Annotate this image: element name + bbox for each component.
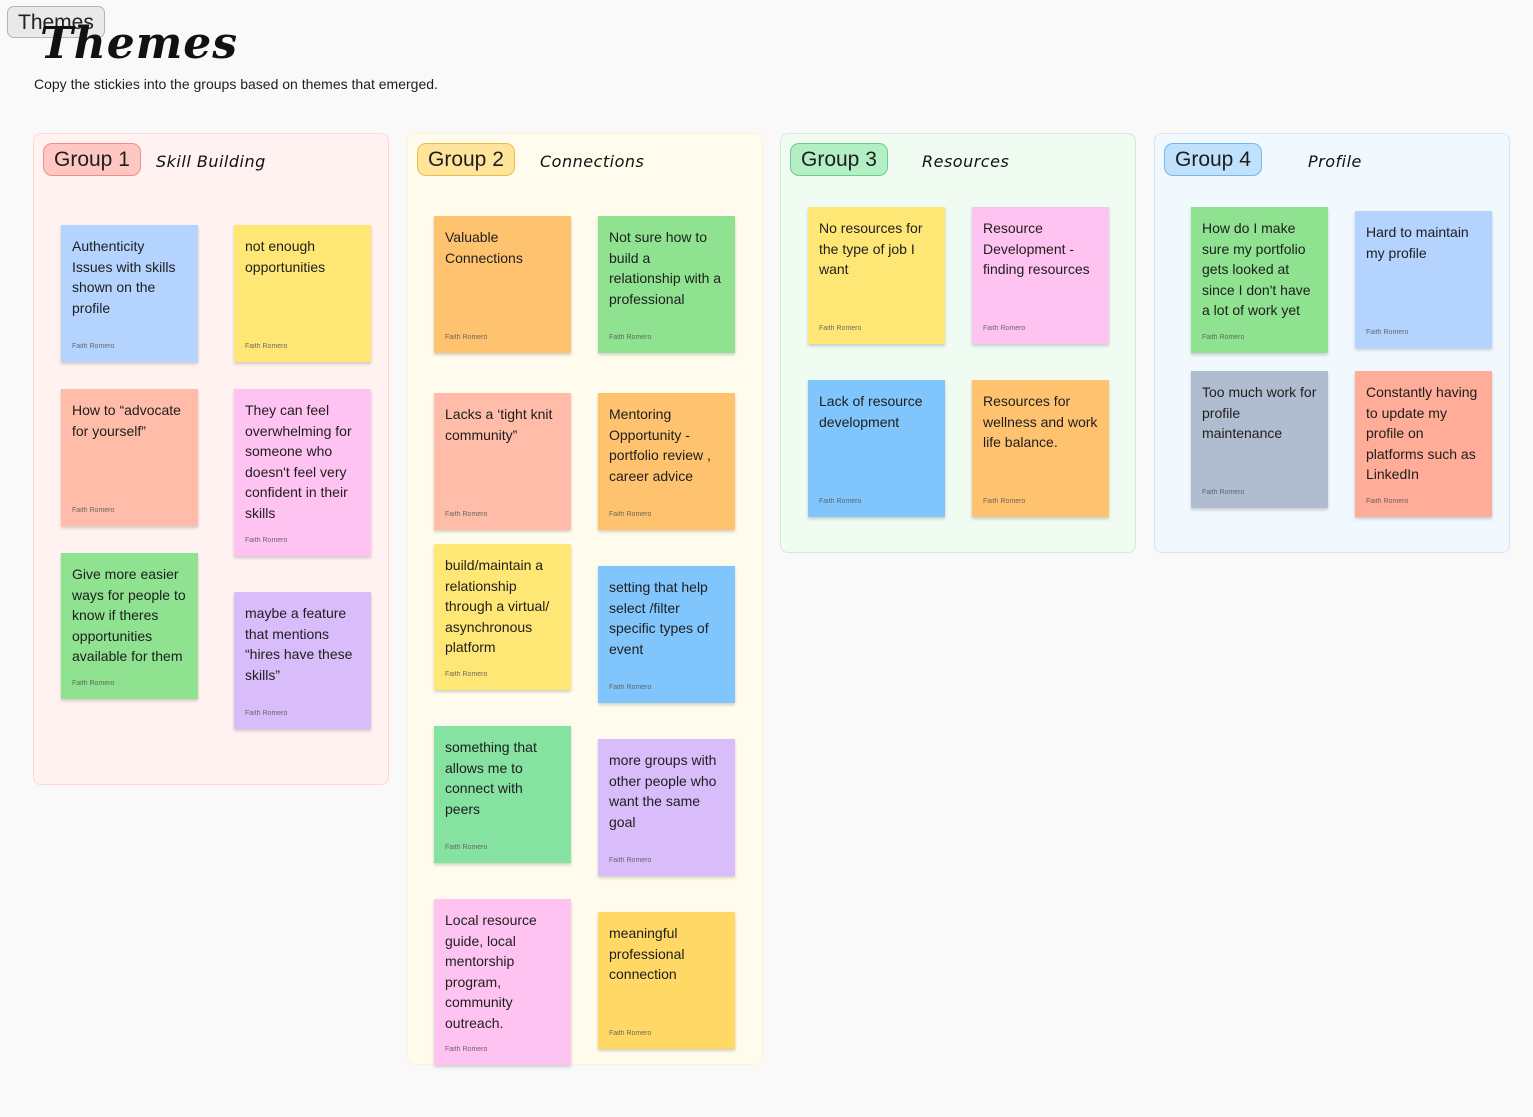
sticky-author: Faith Romero <box>819 498 862 505</box>
sticky-text: Constantly having to update my profile o… <box>1366 384 1478 482</box>
sticky-author: Faith Romero <box>445 671 488 678</box>
sticky-author: Faith Romero <box>819 325 862 332</box>
sticky-text: meaningful professional connection <box>609 925 685 982</box>
sticky-note[interactable]: build/maintain a relationship through a … <box>434 544 571 690</box>
sticky-note[interactable]: How to “advocate for yourself” Faith Rome… <box>61 389 198 526</box>
sticky-author: Faith Romero <box>72 507 115 514</box>
sticky-author: Faith Romero <box>1202 489 1245 496</box>
sticky-author: Faith Romero <box>445 334 488 341</box>
sticky-author: Faith Romero <box>983 498 1026 505</box>
sticky-note[interactable]: Not sure how to build a relationship wit… <box>598 216 735 353</box>
sticky-text: Lack of resource development <box>819 393 923 430</box>
sticky-note[interactable]: Resource Development - finding resources… <box>972 207 1109 344</box>
sticky-note[interactable]: maybe a feature that mentions “hires hav… <box>234 592 371 729</box>
sticky-note[interactable]: Resources for wellness and work life bal… <box>972 380 1109 517</box>
sticky-text: not enough opportunities <box>245 238 326 275</box>
group-label[interactable]: Group 1 <box>43 143 141 176</box>
sticky-author: Faith Romero <box>1202 334 1245 341</box>
sticky-note[interactable]: Give more easier ways for people to know… <box>61 553 198 699</box>
sticky-text: maybe a feature that mentions “hires hav… <box>245 605 353 683</box>
sticky-note[interactable]: Constantly having to update my profile o… <box>1355 371 1492 517</box>
sticky-author: Faith Romero <box>1366 498 1409 505</box>
sticky-author: Faith Romero <box>445 844 488 851</box>
sticky-text: setting that help select /filter specifi… <box>609 579 709 657</box>
sticky-note[interactable]: Authenticity Issues with skills shown on… <box>61 225 198 362</box>
sticky-author: Faith Romero <box>983 325 1026 332</box>
group-theme-title: Profile <box>1308 152 1362 171</box>
sticky-note[interactable]: They can feel overwhelming for someone w… <box>234 389 371 556</box>
page-title: Themes <box>40 18 239 69</box>
sticky-text: Lacks a ‘tight knit community” <box>445 406 553 443</box>
sticky-note[interactable]: more groups with other people who want t… <box>598 739 735 876</box>
sticky-note[interactable]: Local resource guide, local mentorship p… <box>434 899 571 1065</box>
group-label[interactable]: Group 2 <box>417 143 515 176</box>
sticky-author: Faith Romero <box>609 857 652 864</box>
sticky-note[interactable]: setting that help select /filter specifi… <box>598 566 735 703</box>
sticky-author: Faith Romero <box>609 684 652 691</box>
sticky-note[interactable]: Mentoring Opportunity - portfolio review… <box>598 393 735 530</box>
sticky-author: Faith Romero <box>609 334 652 341</box>
frame-title-tab[interactable]: Themes <box>7 6 105 38</box>
sticky-text: more groups with other people who want t… <box>609 752 717 830</box>
sticky-text: No resources for the type of job I want <box>819 220 923 277</box>
sticky-author: Faith Romero <box>245 710 288 717</box>
sticky-author: Faith Romero <box>609 511 652 518</box>
sticky-author: Faith Romero <box>245 537 288 544</box>
sticky-text: Give more easier ways for people to know… <box>72 566 186 664</box>
sticky-text: Resource Development - finding resources <box>983 220 1090 277</box>
group-label[interactable]: Group 3 <box>790 143 888 176</box>
sticky-author: Faith Romero <box>1366 329 1409 336</box>
sticky-text: Mentoring Opportunity - portfolio review… <box>609 406 711 484</box>
sticky-text: How do I make sure my portfolio gets loo… <box>1202 220 1311 318</box>
group-theme-title: Skill Building <box>156 152 266 171</box>
sticky-text: Too much work for profile maintenance <box>1202 384 1317 441</box>
sticky-text: They can feel overwhelming for someone w… <box>245 402 352 521</box>
group-theme-title: Resources <box>922 152 1010 171</box>
sticky-note[interactable]: something that allows me to connect with… <box>434 726 571 863</box>
sticky-text: Authenticity Issues with skills shown on… <box>72 238 176 316</box>
page-instructions: Copy the stickies into the groups based … <box>34 76 438 92</box>
sticky-text: Valuable Connections <box>445 229 523 266</box>
sticky-text: build/maintain a relationship through a … <box>445 557 550 655</box>
sticky-note[interactable]: Lacks a ‘tight knit community” Faith Rome… <box>434 393 571 530</box>
group-theme-title: Connections <box>540 152 645 171</box>
sticky-note[interactable]: How do I make sure my portfolio gets loo… <box>1191 207 1328 353</box>
sticky-text: something that allows me to connect with… <box>445 739 537 817</box>
sticky-text: Hard to maintain my profile <box>1366 224 1469 261</box>
sticky-author: Faith Romero <box>72 680 115 687</box>
sticky-text: How to “advocate for yourself” <box>72 402 181 439</box>
sticky-author: Faith Romero <box>245 343 288 350</box>
group-label[interactable]: Group 4 <box>1164 143 1262 176</box>
sticky-author: Faith Romero <box>609 1030 652 1037</box>
sticky-text: Not sure how to build a relationship wit… <box>609 229 722 307</box>
sticky-text: Local resource guide, local mentorship p… <box>445 912 537 1031</box>
sticky-text: Resources for wellness and work life bal… <box>983 393 1098 450</box>
sticky-author: Faith Romero <box>72 343 115 350</box>
sticky-author: Faith Romero <box>445 1046 488 1053</box>
sticky-author: Faith Romero <box>445 511 488 518</box>
